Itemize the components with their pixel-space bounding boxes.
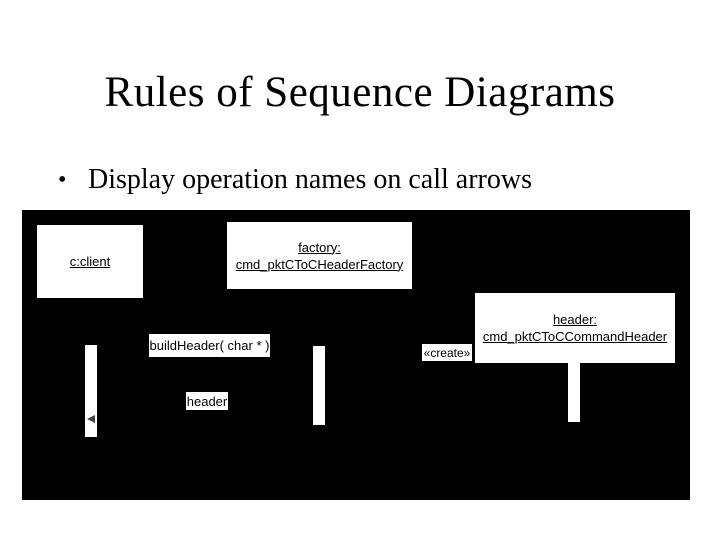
object-class-factory: cmd_pktCToCHeaderFactory (235, 256, 404, 272)
object-name-factory: factory: (298, 239, 341, 255)
activation-bar-header (568, 363, 580, 422)
message-label-buildheader: buildHeader( char * ) (149, 334, 270, 357)
bullet-item: • Display operation names on call arrows (58, 162, 658, 198)
return-arrowhead-icon (87, 415, 95, 423)
activation-bar-client (85, 345, 97, 437)
object-name-client: c:client (69, 254, 111, 269)
object-box-client: c:client (37, 225, 143, 298)
sequence-diagram-panel: c:client factory: cmd_pktCToCHeaderFacto… (22, 210, 690, 500)
message-label-return-header: header (186, 392, 228, 410)
object-box-header: header: cmd_pktCToCCommandHeader (475, 293, 675, 363)
activation-bar-factory (313, 346, 325, 425)
object-name-header: header: (552, 312, 598, 327)
object-box-factory: factory: cmd_pktCToCHeaderFactory (227, 222, 412, 289)
bullet-text: Display operation names on call arrows (88, 164, 532, 195)
object-class-header: cmd_pktCToCCommandHeader (482, 329, 668, 344)
message-label-create: «create» (422, 344, 472, 361)
slide-title: Rules of Sequence Diagrams (104, 69, 616, 116)
bullet-marker: • (58, 167, 67, 193)
